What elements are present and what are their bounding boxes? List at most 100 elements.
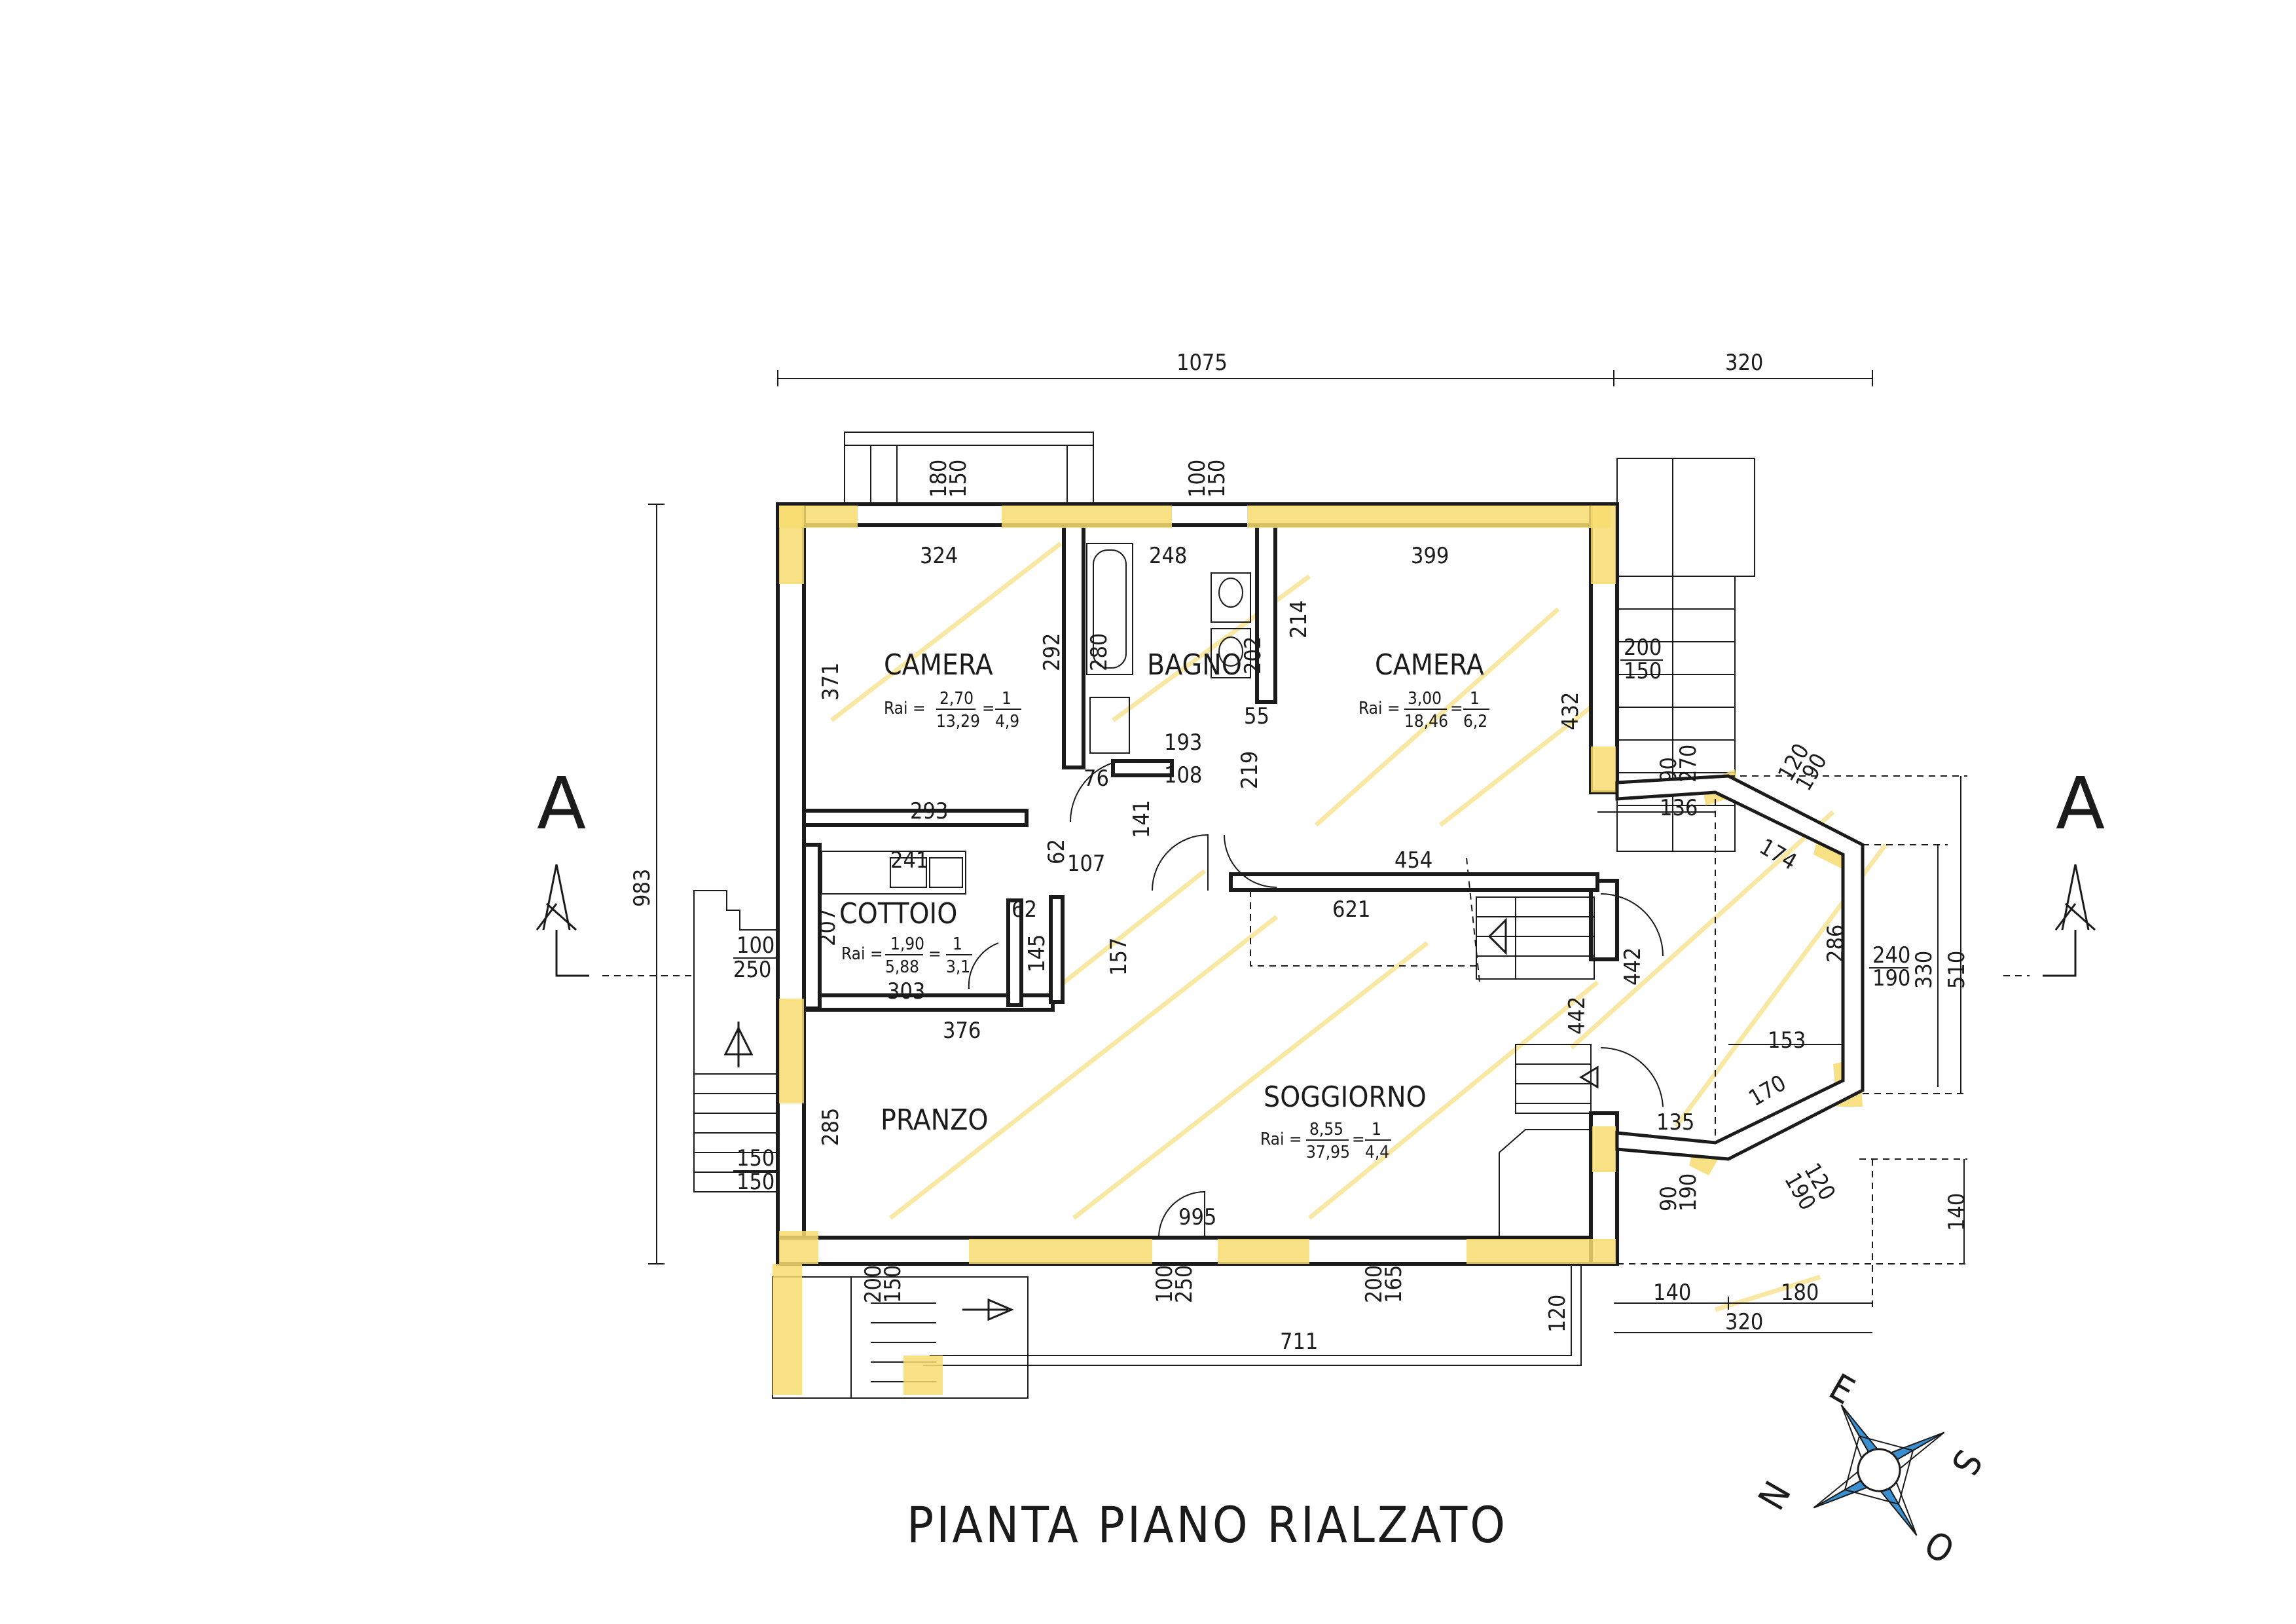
rai-numerator: 8,55 xyxy=(1309,1120,1343,1139)
dim-camera2-left: 214 xyxy=(1286,600,1312,638)
dimension-lines xyxy=(648,370,1967,1333)
dim-win-top1-a: 180 xyxy=(926,460,952,498)
dim-hall-c: 62 xyxy=(1044,839,1070,864)
dim-camera1-left: 371 xyxy=(818,663,844,701)
rai-ratio-camera1: Rai = 2,70 13,29 = 1 4,9 xyxy=(884,689,1021,731)
dim-bay-win1-b: 270 xyxy=(1675,745,1702,783)
rai-denominator: 37,95 xyxy=(1306,1143,1350,1162)
dim-bagno-f: 55 xyxy=(1244,703,1269,729)
dim-terrace-h: 120 xyxy=(1544,1295,1571,1333)
bath-fixtures xyxy=(1086,543,1251,754)
bottom-left-stair xyxy=(772,1276,1029,1399)
compass-n: N xyxy=(1751,1475,1800,1517)
dimension-labels: 1075 320 324 248 399 293 193 108 76 55 4… xyxy=(733,350,1910,1355)
dim-stair-b: 442 xyxy=(1564,997,1590,1035)
dim-corridor: 621 xyxy=(1332,896,1370,923)
dim-terrace: 711 xyxy=(1280,1329,1318,1355)
dim-hall-d: 107 xyxy=(1067,851,1105,877)
compass-e: E xyxy=(1822,1366,1861,1413)
dim-cottoio-left: 207 xyxy=(814,908,841,946)
dim-win-right-b: 150 xyxy=(1624,658,1662,684)
dim-win-top2-b: 150 xyxy=(1204,460,1230,498)
dim-bottom-c: 320 xyxy=(1725,1309,1763,1335)
svg-text:=: = xyxy=(928,944,941,964)
dim-right-h1: 330 xyxy=(1911,951,1937,989)
dim-bagno-d: 76 xyxy=(1084,766,1109,792)
dim-overall-height: 983 xyxy=(629,869,655,907)
rai-ratio: 6,2 xyxy=(1463,712,1487,731)
room-camera-1: CAMERA xyxy=(884,648,993,682)
dim-cottoio-b: 145 xyxy=(1024,934,1050,972)
kitchen-counter xyxy=(821,851,966,895)
rai-label: Rai = xyxy=(841,944,883,964)
dim-stair-a: 442 xyxy=(1620,948,1646,986)
svg-text:=: = xyxy=(982,699,995,718)
dim-win-top1-b: 150 xyxy=(945,460,972,498)
interior-stairs xyxy=(1250,857,1599,1238)
dim-right-h3: 140 xyxy=(1944,1193,1970,1231)
room-camera-2: CAMERA xyxy=(1375,648,1484,682)
dim-bagno-e: 108 xyxy=(1164,762,1202,788)
rai-ratio-camera2: Rai = 3,00 18,46 = 1 6,2 xyxy=(1358,689,1489,731)
dim-cottoio-top: 241 xyxy=(890,847,928,874)
dim-win-left-b: 250 xyxy=(733,957,771,983)
dim-bay-c: 286 xyxy=(1823,925,1849,963)
svg-text:=: = xyxy=(1450,699,1463,718)
dim-win-left-a: 100 xyxy=(737,932,774,959)
drawing-title: PIANTA PIANO RIALZATO xyxy=(907,1496,1508,1554)
room-pranzo: PRANZO xyxy=(881,1103,989,1137)
rai-numerator: 2,70 xyxy=(939,689,974,709)
dim-overall-width: 1075 xyxy=(1176,350,1228,376)
rai-one: 1 xyxy=(953,934,962,954)
dim-bay-e: 170 xyxy=(1745,1070,1791,1112)
dim-right-h2: 510 xyxy=(1944,951,1970,989)
dim-bagno-b: 202 xyxy=(1240,637,1266,674)
rai-ratio-cottoio: Rai = 1,90 5,88 = 1 3,1 xyxy=(841,934,972,977)
dim-bay-win5-a: 90 xyxy=(1656,1186,1682,1211)
dim-right-width: 320 xyxy=(1725,350,1763,376)
dim-hall-a: 141 xyxy=(1129,800,1155,838)
yellow-hatching xyxy=(829,542,1887,1312)
dim-win-bot3-b: 165 xyxy=(1381,1265,1407,1303)
compass-rose-icon xyxy=(1813,1404,1945,1536)
rai-denominator: 13,29 xyxy=(936,712,980,731)
dim-bay-a: 136 xyxy=(1660,795,1698,821)
dim-win-left2-b: 150 xyxy=(737,1169,774,1195)
dim-closet: 157 xyxy=(1106,938,1132,976)
dim-soggiorno-bottom: 995 xyxy=(1178,1204,1216,1230)
rai-label: Rai = xyxy=(1260,1130,1302,1149)
dim-bay-win3-b: 190 xyxy=(1872,965,1910,991)
bay-window xyxy=(1615,774,1865,1161)
dim-bay-win1-a: 90 xyxy=(1656,757,1682,783)
rai-ratio-soggiorno: Rai = 8,55 37,95 = 1 4,4 xyxy=(1260,1120,1391,1162)
dim-bay-win3-a: 240 xyxy=(1872,942,1910,969)
room-bagno: BAGNO xyxy=(1147,648,1242,682)
dim-pranzo-left: 285 xyxy=(818,1108,844,1146)
rai-ratio: 3,1 xyxy=(946,957,970,977)
dim-bottom-a: 140 xyxy=(1653,1280,1691,1306)
dim-bay-win5-b: 190 xyxy=(1675,1173,1702,1211)
dim-win-bot2-a: 100 xyxy=(1152,1265,1178,1303)
room-labels: CAMERA BAGNO CAMERA COTTOIO PRANZO SOGGI… xyxy=(839,648,1484,1137)
dim-camera2-bottom: 454 xyxy=(1394,847,1432,874)
dim-bagno-a: 280 xyxy=(1086,633,1112,671)
dim-win-left2-a: 150 xyxy=(737,1145,774,1172)
rai-numerator: 3,00 xyxy=(1408,689,1442,709)
section-mark-left-label: A xyxy=(537,762,586,845)
rai-denominator: 18,46 xyxy=(1404,712,1448,731)
rai-one: 1 xyxy=(1002,689,1011,709)
section-mark-right-label: A xyxy=(2056,762,2105,845)
dim-win-bot1-b: 150 xyxy=(880,1265,906,1303)
dim-bagno-top: 248 xyxy=(1149,543,1187,569)
dim-pranzo-top: 376 xyxy=(943,1018,981,1044)
dim-win-top2-a: 100 xyxy=(1184,460,1211,498)
room-soggiorno: SOGGIORNO xyxy=(1264,1080,1427,1114)
dim-camera2-right: 432 xyxy=(1558,692,1584,730)
rai-one: 1 xyxy=(1372,1120,1381,1139)
doors xyxy=(968,759,1664,1238)
rai-numerator: 1,90 xyxy=(890,934,924,954)
dim-hall-b: 219 xyxy=(1237,751,1263,789)
left-stair xyxy=(693,890,786,1192)
rai-one: 1 xyxy=(1470,689,1480,709)
